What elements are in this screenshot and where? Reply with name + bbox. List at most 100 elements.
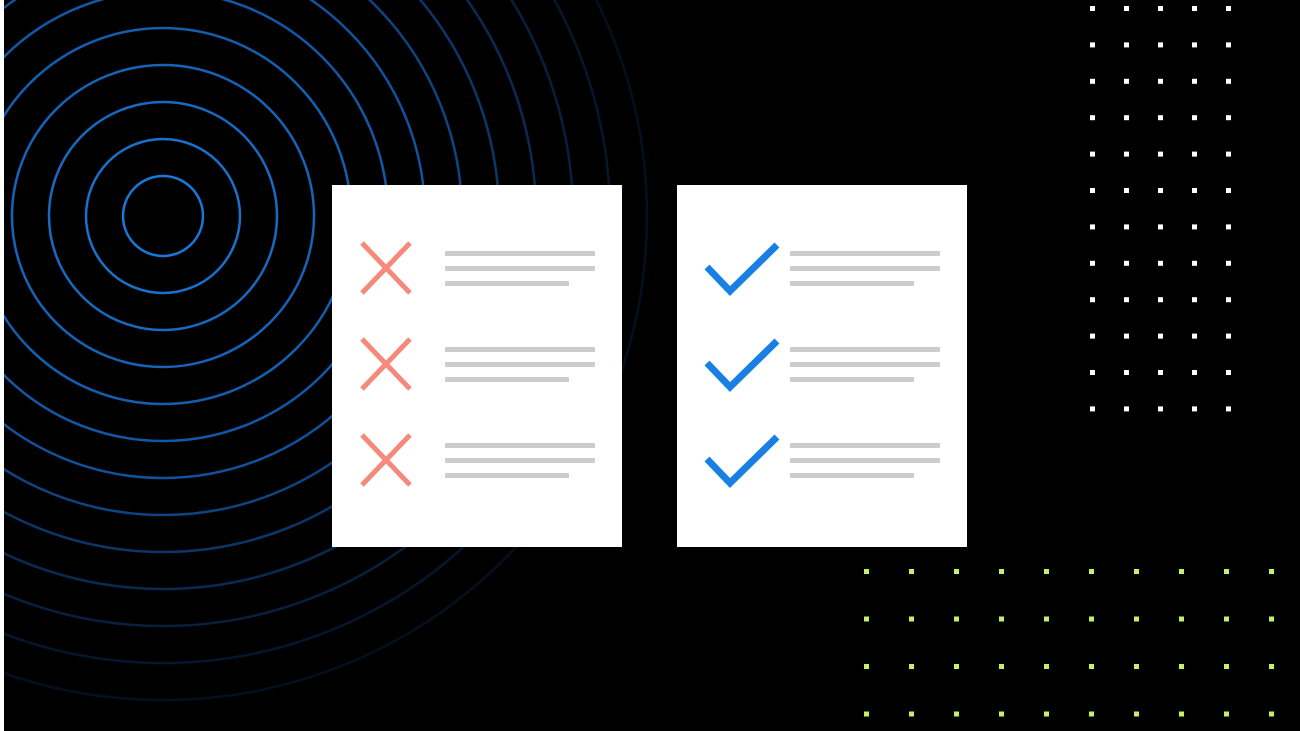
dot <box>1124 370 1129 375</box>
dot <box>1158 151 1163 157</box>
dot <box>1124 115 1129 121</box>
dot <box>1090 297 1095 303</box>
dot <box>864 616 869 622</box>
cross-icon <box>360 241 412 295</box>
dot <box>1179 664 1184 669</box>
dot <box>1192 151 1197 157</box>
ring <box>47 100 279 332</box>
dot <box>1158 406 1163 412</box>
text-line-placeholder <box>445 251 595 256</box>
dot <box>1226 333 1231 339</box>
dot <box>1089 711 1094 717</box>
correct-list-card <box>677 185 967 547</box>
list-item <box>332 335 622 399</box>
text-line-placeholder <box>445 266 595 271</box>
text-line-placeholder <box>445 281 569 286</box>
left-edge-strip <box>0 0 4 731</box>
dot <box>1179 616 1184 622</box>
dot <box>1158 370 1163 375</box>
list-item <box>677 335 967 399</box>
dot <box>909 616 914 622</box>
dot <box>1158 188 1163 193</box>
dot <box>999 569 1004 574</box>
dot <box>1192 78 1197 84</box>
dot <box>1226 260 1231 266</box>
dot <box>954 664 959 669</box>
dot <box>1134 616 1139 622</box>
text-line-placeholder <box>790 443 940 448</box>
dot <box>1158 115 1163 121</box>
checkmark-icon <box>704 242 780 296</box>
dot <box>1090 188 1095 193</box>
dot <box>1226 370 1231 375</box>
dot <box>954 616 959 622</box>
dot <box>1124 6 1129 11</box>
dot <box>1124 297 1129 303</box>
text-line-placeholder <box>445 443 595 448</box>
dot <box>1090 78 1095 84</box>
dot <box>1179 569 1184 574</box>
dot <box>999 711 1004 717</box>
dot <box>1224 569 1229 574</box>
dot <box>1044 711 1049 717</box>
dot <box>1124 333 1129 339</box>
dot <box>1044 616 1049 622</box>
dot <box>1269 711 1274 717</box>
dot <box>1269 664 1274 669</box>
dot <box>1226 42 1231 48</box>
dot <box>1124 78 1129 84</box>
dot <box>1134 711 1139 717</box>
text-line-placeholder <box>445 362 595 367</box>
checkmark-icon <box>704 338 780 392</box>
text-line-placeholder <box>790 266 940 271</box>
ring <box>10 63 316 369</box>
dot <box>1179 711 1184 717</box>
ring <box>0 0 390 443</box>
checkmark-icon <box>704 434 780 488</box>
dot <box>1124 151 1129 157</box>
dot <box>1269 616 1274 622</box>
dot <box>1269 569 1274 574</box>
dot <box>1124 188 1129 193</box>
white-dot-grid <box>1090 6 1231 412</box>
dot <box>1044 569 1049 574</box>
dot <box>954 711 959 717</box>
dot <box>1192 333 1197 339</box>
dot <box>1192 115 1197 121</box>
dot <box>1158 260 1163 266</box>
dot <box>1224 711 1229 717</box>
ring <box>0 0 649 702</box>
list-item <box>332 239 622 303</box>
dot <box>1090 406 1095 412</box>
dot <box>909 664 914 669</box>
dot <box>1226 188 1231 193</box>
dot <box>999 616 1004 622</box>
dot <box>1090 42 1095 48</box>
dot <box>1134 569 1139 574</box>
list-item <box>677 239 967 303</box>
dot <box>1089 616 1094 622</box>
dot <box>909 711 914 717</box>
dot <box>1158 333 1163 339</box>
dot <box>1124 260 1129 266</box>
dot <box>864 711 869 717</box>
dot <box>1226 406 1231 412</box>
dot <box>1090 151 1095 157</box>
dot <box>1090 224 1095 230</box>
text-line-placeholder <box>445 458 595 463</box>
ring <box>121 174 205 258</box>
dot <box>1192 42 1197 48</box>
dot <box>1226 78 1231 84</box>
dot <box>1158 78 1163 84</box>
dot <box>1226 224 1231 230</box>
dot <box>954 569 959 574</box>
dot <box>999 664 1004 669</box>
dot <box>1192 406 1197 412</box>
text-line-placeholder <box>790 377 914 382</box>
dot <box>1134 664 1139 669</box>
text-line-placeholder <box>790 251 940 256</box>
dot <box>1224 616 1229 622</box>
text-line-placeholder <box>445 347 595 352</box>
text-line-placeholder <box>790 347 940 352</box>
